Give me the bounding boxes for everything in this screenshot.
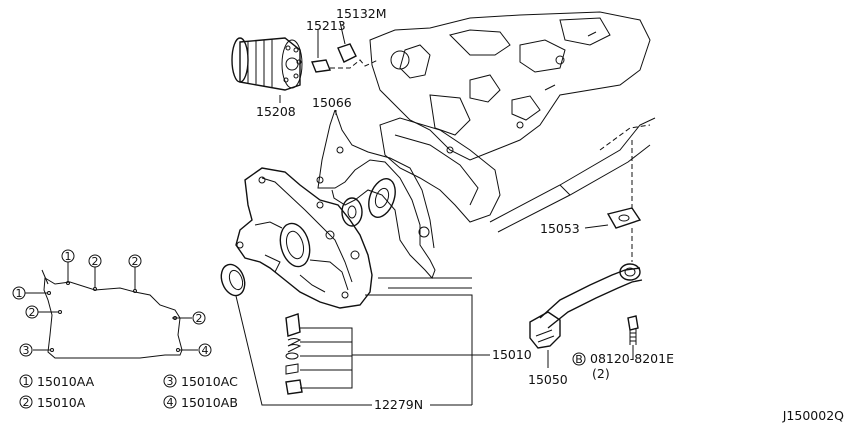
svg-text:3: 3 — [167, 375, 174, 388]
svg-text:2: 2 — [29, 306, 36, 319]
bolt-marker-icon — [572, 352, 586, 366]
label-15010: 15010 — [492, 347, 532, 362]
svg-text:3: 3 — [23, 344, 30, 357]
legend: 1 15010AA 2 15010A 3 15010AC 4 15010AB — [19, 374, 238, 410]
svg-text:2: 2 — [23, 396, 30, 409]
label-15053: 15053 — [540, 221, 580, 236]
oil-strainer — [529, 263, 643, 368]
oil-pump-body — [235, 167, 373, 309]
engine-block — [369, 11, 656, 233]
svg-text:1: 1 — [16, 287, 23, 300]
svg-text:4: 4 — [167, 396, 174, 409]
svg-text:B: B — [575, 353, 583, 366]
label-15213: 15213 — [306, 18, 346, 33]
label-15050: 15050 — [528, 372, 568, 387]
label-15132M: 15132M — [336, 6, 387, 21]
oil-seal — [220, 263, 246, 297]
label-15208: 15208 — [256, 104, 296, 119]
relief-valve-parts — [285, 313, 303, 395]
label-15066: 15066 — [312, 95, 352, 110]
svg-text:4: 4 — [202, 344, 209, 357]
legend-item-3: 15010AC — [181, 374, 238, 389]
svg-text:1: 1 — [65, 250, 72, 263]
svg-text:2: 2 — [132, 255, 139, 268]
gasket-location-diagram: 1 2 2 1 2 2 3 4 — [12, 249, 212, 359]
label-bolt-qty: (2) — [592, 366, 610, 381]
svg-text:1: 1 — [23, 375, 30, 388]
oil-pressure-plug — [330, 21, 379, 69]
legend-item-1: 15010AA — [37, 374, 95, 389]
connector-stud — [311, 30, 331, 73]
strainer-gasket — [584, 140, 642, 262]
svg-text:2: 2 — [92, 255, 99, 268]
label-bolt: 08120-8201E — [590, 351, 674, 366]
legend-item-2: 15010A — [37, 395, 86, 410]
diagram-code: J150002Q — [782, 408, 844, 423]
oil-pump-gears — [341, 178, 396, 227]
front-cover-gasket — [316, 109, 436, 279]
svg-text:2: 2 — [196, 312, 203, 325]
strainer-bolt — [627, 315, 639, 350]
label-12279N: 12279N — [374, 397, 423, 412]
oil-filter — [231, 37, 303, 103]
legend-item-4: 15010AB — [181, 395, 238, 410]
leader-lines — [235, 110, 490, 406]
